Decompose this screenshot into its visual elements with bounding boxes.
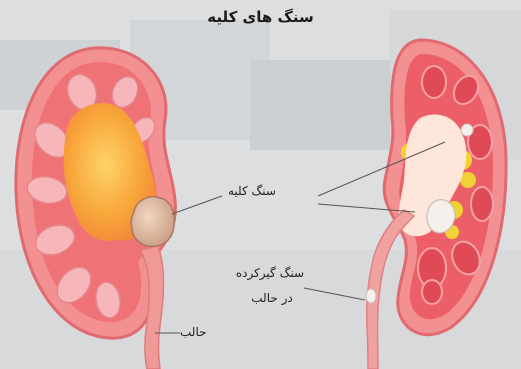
right-lodged-stone <box>366 289 376 303</box>
kidney-stone-label: سنگ کلیه <box>222 184 282 198</box>
lodged-stone-label-line2: در حالب <box>240 291 304 305</box>
left-kidney-stone <box>131 197 174 246</box>
lodged-stone-label-line1: سنگ گیرکرده <box>240 266 304 280</box>
right-kidney-stone-lower <box>427 200 455 233</box>
diagram-title: سنگ های کلیه <box>0 8 521 26</box>
right-kidney-stone-upper <box>461 124 473 136</box>
ureter-label: حالب <box>180 325 220 339</box>
